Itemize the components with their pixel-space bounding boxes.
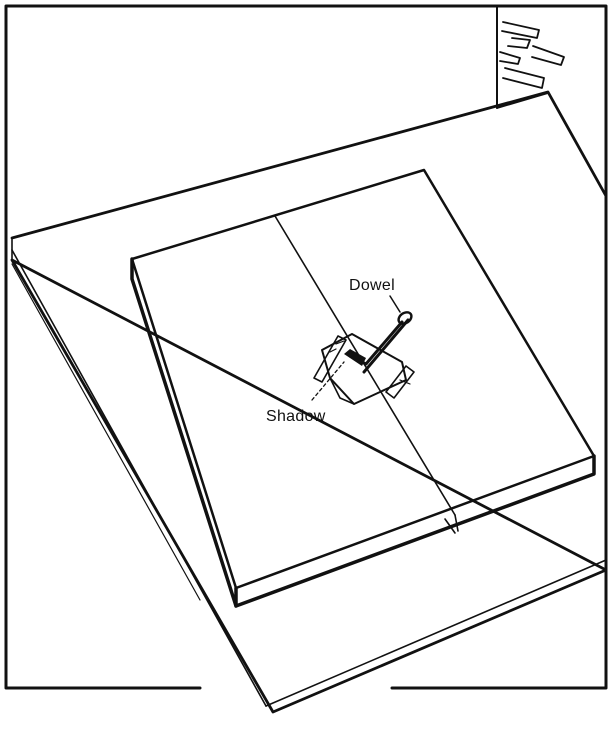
book-block [132, 170, 594, 606]
dowel-shadow [344, 349, 366, 366]
dowel-base [314, 334, 414, 404]
illustration-frame [6, 6, 606, 688]
shadow-label: Shadow [266, 408, 326, 425]
dowel-label: Dowel [349, 277, 395, 294]
dowel-leader [390, 296, 400, 312]
drawing-board [12, 92, 606, 712]
brick-wall [497, 6, 564, 108]
